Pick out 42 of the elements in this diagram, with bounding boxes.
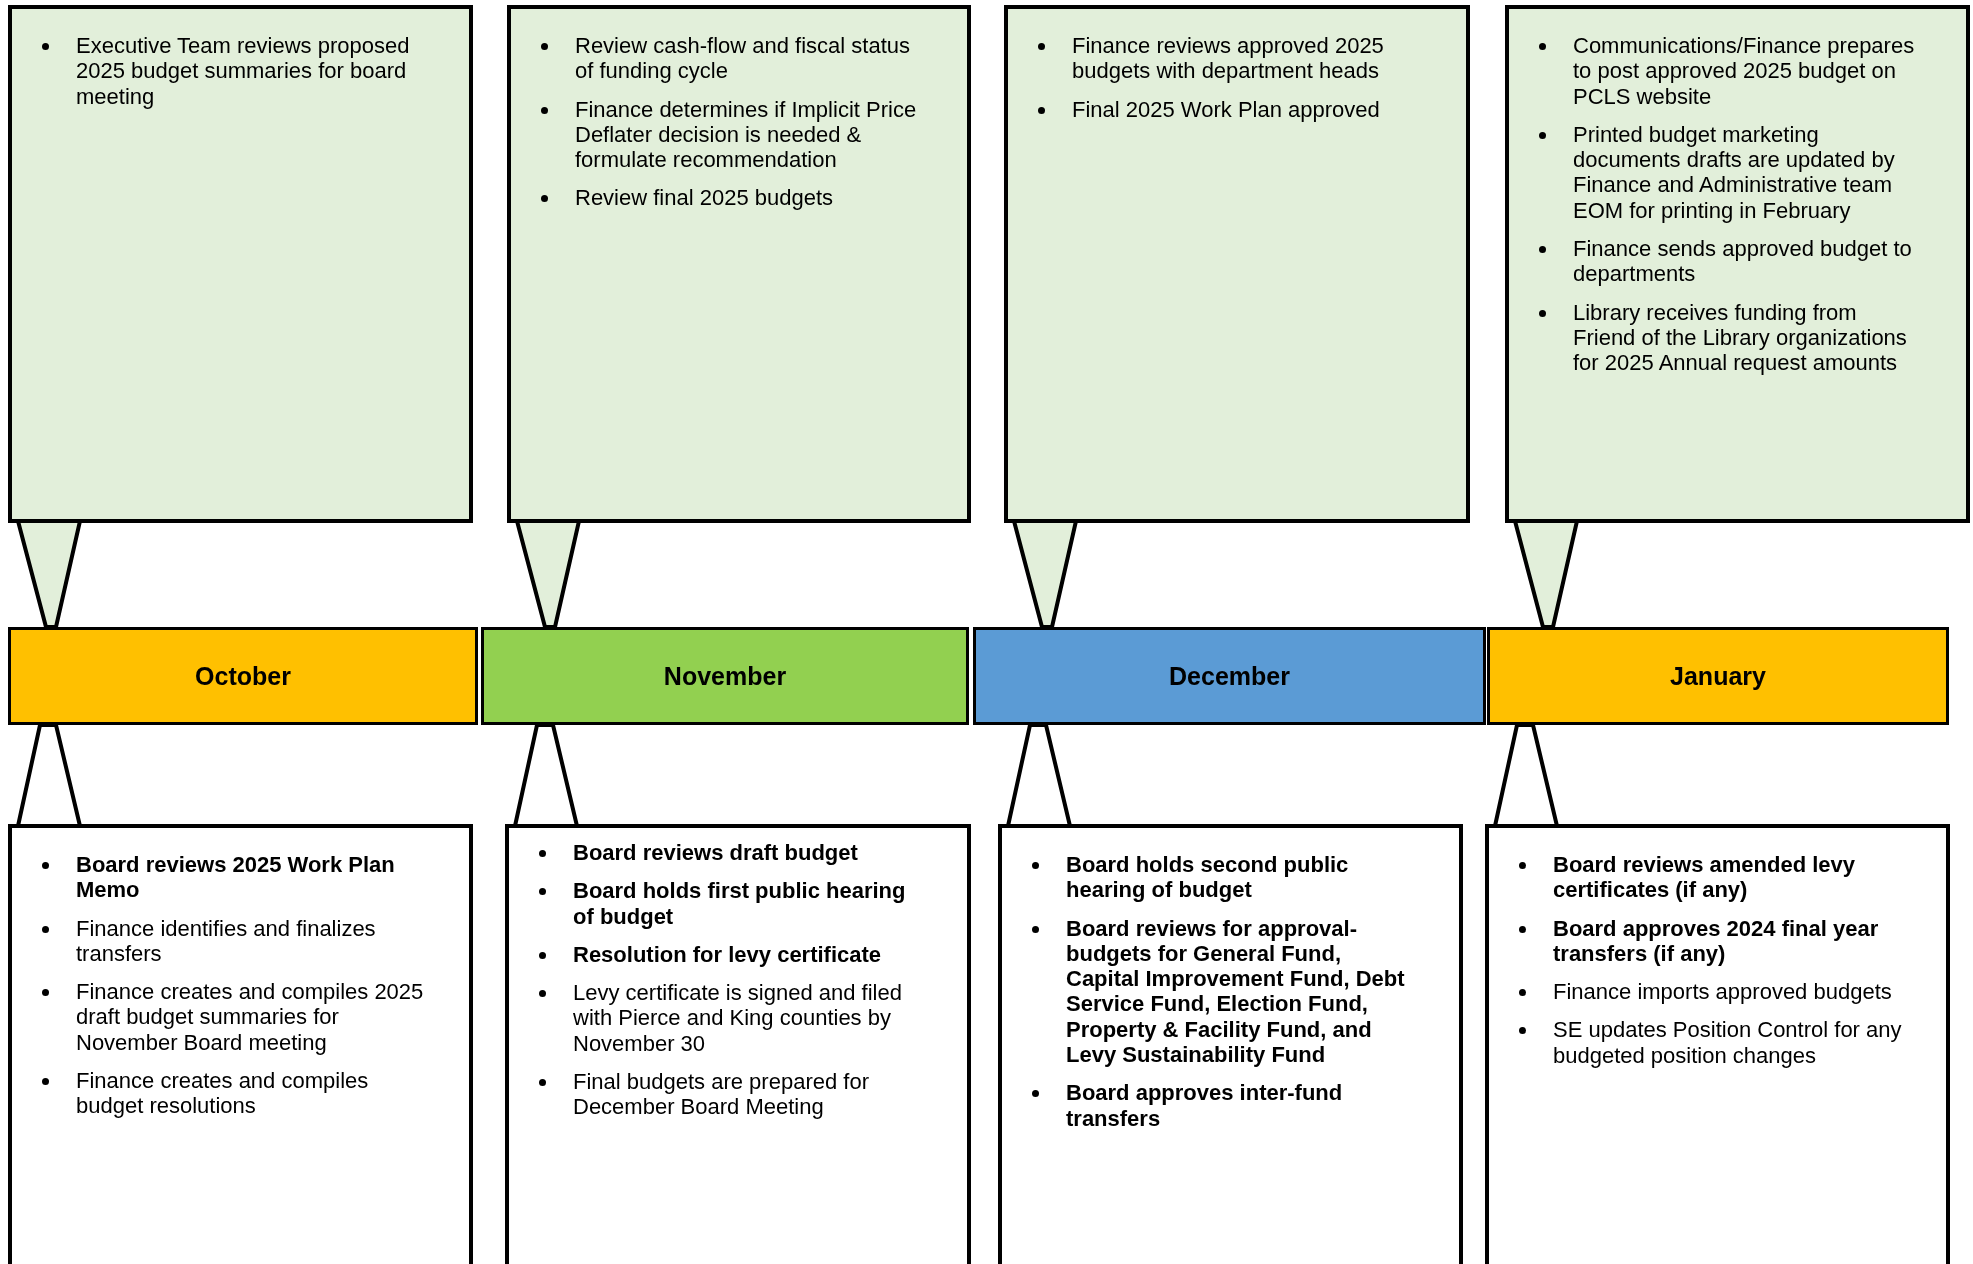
bullet-text: Board reviews 2025 Work Plan Memo — [76, 852, 395, 903]
bullet-text: Review cash-flow and fiscal status of funding cycle — [575, 33, 911, 84]
month-label: January — [1670, 661, 1766, 691]
bullet-text: Board reviews for approval-budgets for General Fund, Capital Improvement Fund, Debt Service Fund, Election Fund, Property & Facility Fund, and Levy Sustainability Fund — [1066, 915, 1405, 1068]
month-bar — [1487, 627, 1949, 725]
month-label: December — [1169, 661, 1290, 691]
bullet-text: Finance imports approved budgets — [1553, 979, 1892, 1005]
bullet-text: Resolution for levy certificate — [573, 941, 882, 967]
bullet-text: Levy certificate is signed and filed with Pierce and King counties by November 30 — [573, 980, 902, 1056]
callout-box — [998, 824, 1463, 1264]
bullet-text: Communications/Finance prepares to post approved 2025 budget on PCLS website — [1573, 33, 1915, 109]
bullet-text: Final budgets are prepared for December Board Meeting — [573, 1069, 869, 1120]
bullet-text: SE updates Position Control for any budgeted position changes — [1553, 1017, 1902, 1068]
bullet-text: Finance reviews approved 2025 budgets with department heads — [1072, 33, 1384, 84]
bullet-text: Review final 2025 budgets — [575, 185, 834, 211]
callout-box — [1505, 5, 1970, 523]
callout-box — [505, 824, 971, 1264]
month-label: November — [663, 661, 787, 691]
bullet-text: Board approves inter-fund transfers — [1066, 1080, 1343, 1131]
callout-box — [1485, 824, 1950, 1264]
bullet-text: Finance determines if Implicit Price Deflater decision is needed & formulate recommendation — [575, 96, 917, 173]
callout-box — [1004, 5, 1470, 523]
month-bar — [973, 627, 1486, 725]
callout-box — [8, 824, 473, 1264]
callout-box — [507, 5, 971, 523]
callout-box — [8, 5, 473, 523]
bullet-text: Board holds second public hearing of budget — [1066, 852, 1349, 903]
bullet-text: Library receives funding from Friend of the Library organizations for 2025 Annual request amounts — [1573, 299, 1907, 376]
bullet-text: Board reviews amended levy certificates (if any) — [1553, 852, 1856, 903]
bullet-text: Printed budget marketing documents drafts are updated by Finance and Administrative team EOM for printing in February — [1573, 121, 1895, 223]
bullet-text: Executive Team reviews proposed 2025 budget summaries for board meeting — [76, 33, 410, 109]
bullet-text: Board reviews draft budget — [573, 840, 858, 865]
month-bar — [8, 627, 478, 725]
bullet-text: Finance creates and compiles 2025 draft budget summaries for November Board meeting — [76, 979, 424, 1055]
month-bar — [481, 627, 969, 725]
bullet-text: Finance creates and compiles budget resolutions — [76, 1068, 369, 1119]
month-label: October — [195, 661, 291, 691]
bullet-text: Finance identifies and finalizes transfers — [76, 915, 376, 966]
bullet-text: Board approves 2024 final year transfers (if any) — [1553, 915, 1879, 966]
bullet-text: Finance sends approved budget to departments — [1573, 236, 1912, 287]
bullet-text: Final 2025 Work Plan approved — [1072, 96, 1380, 122]
bullet-text: Board holds first public hearing of budget — [573, 878, 906, 929]
